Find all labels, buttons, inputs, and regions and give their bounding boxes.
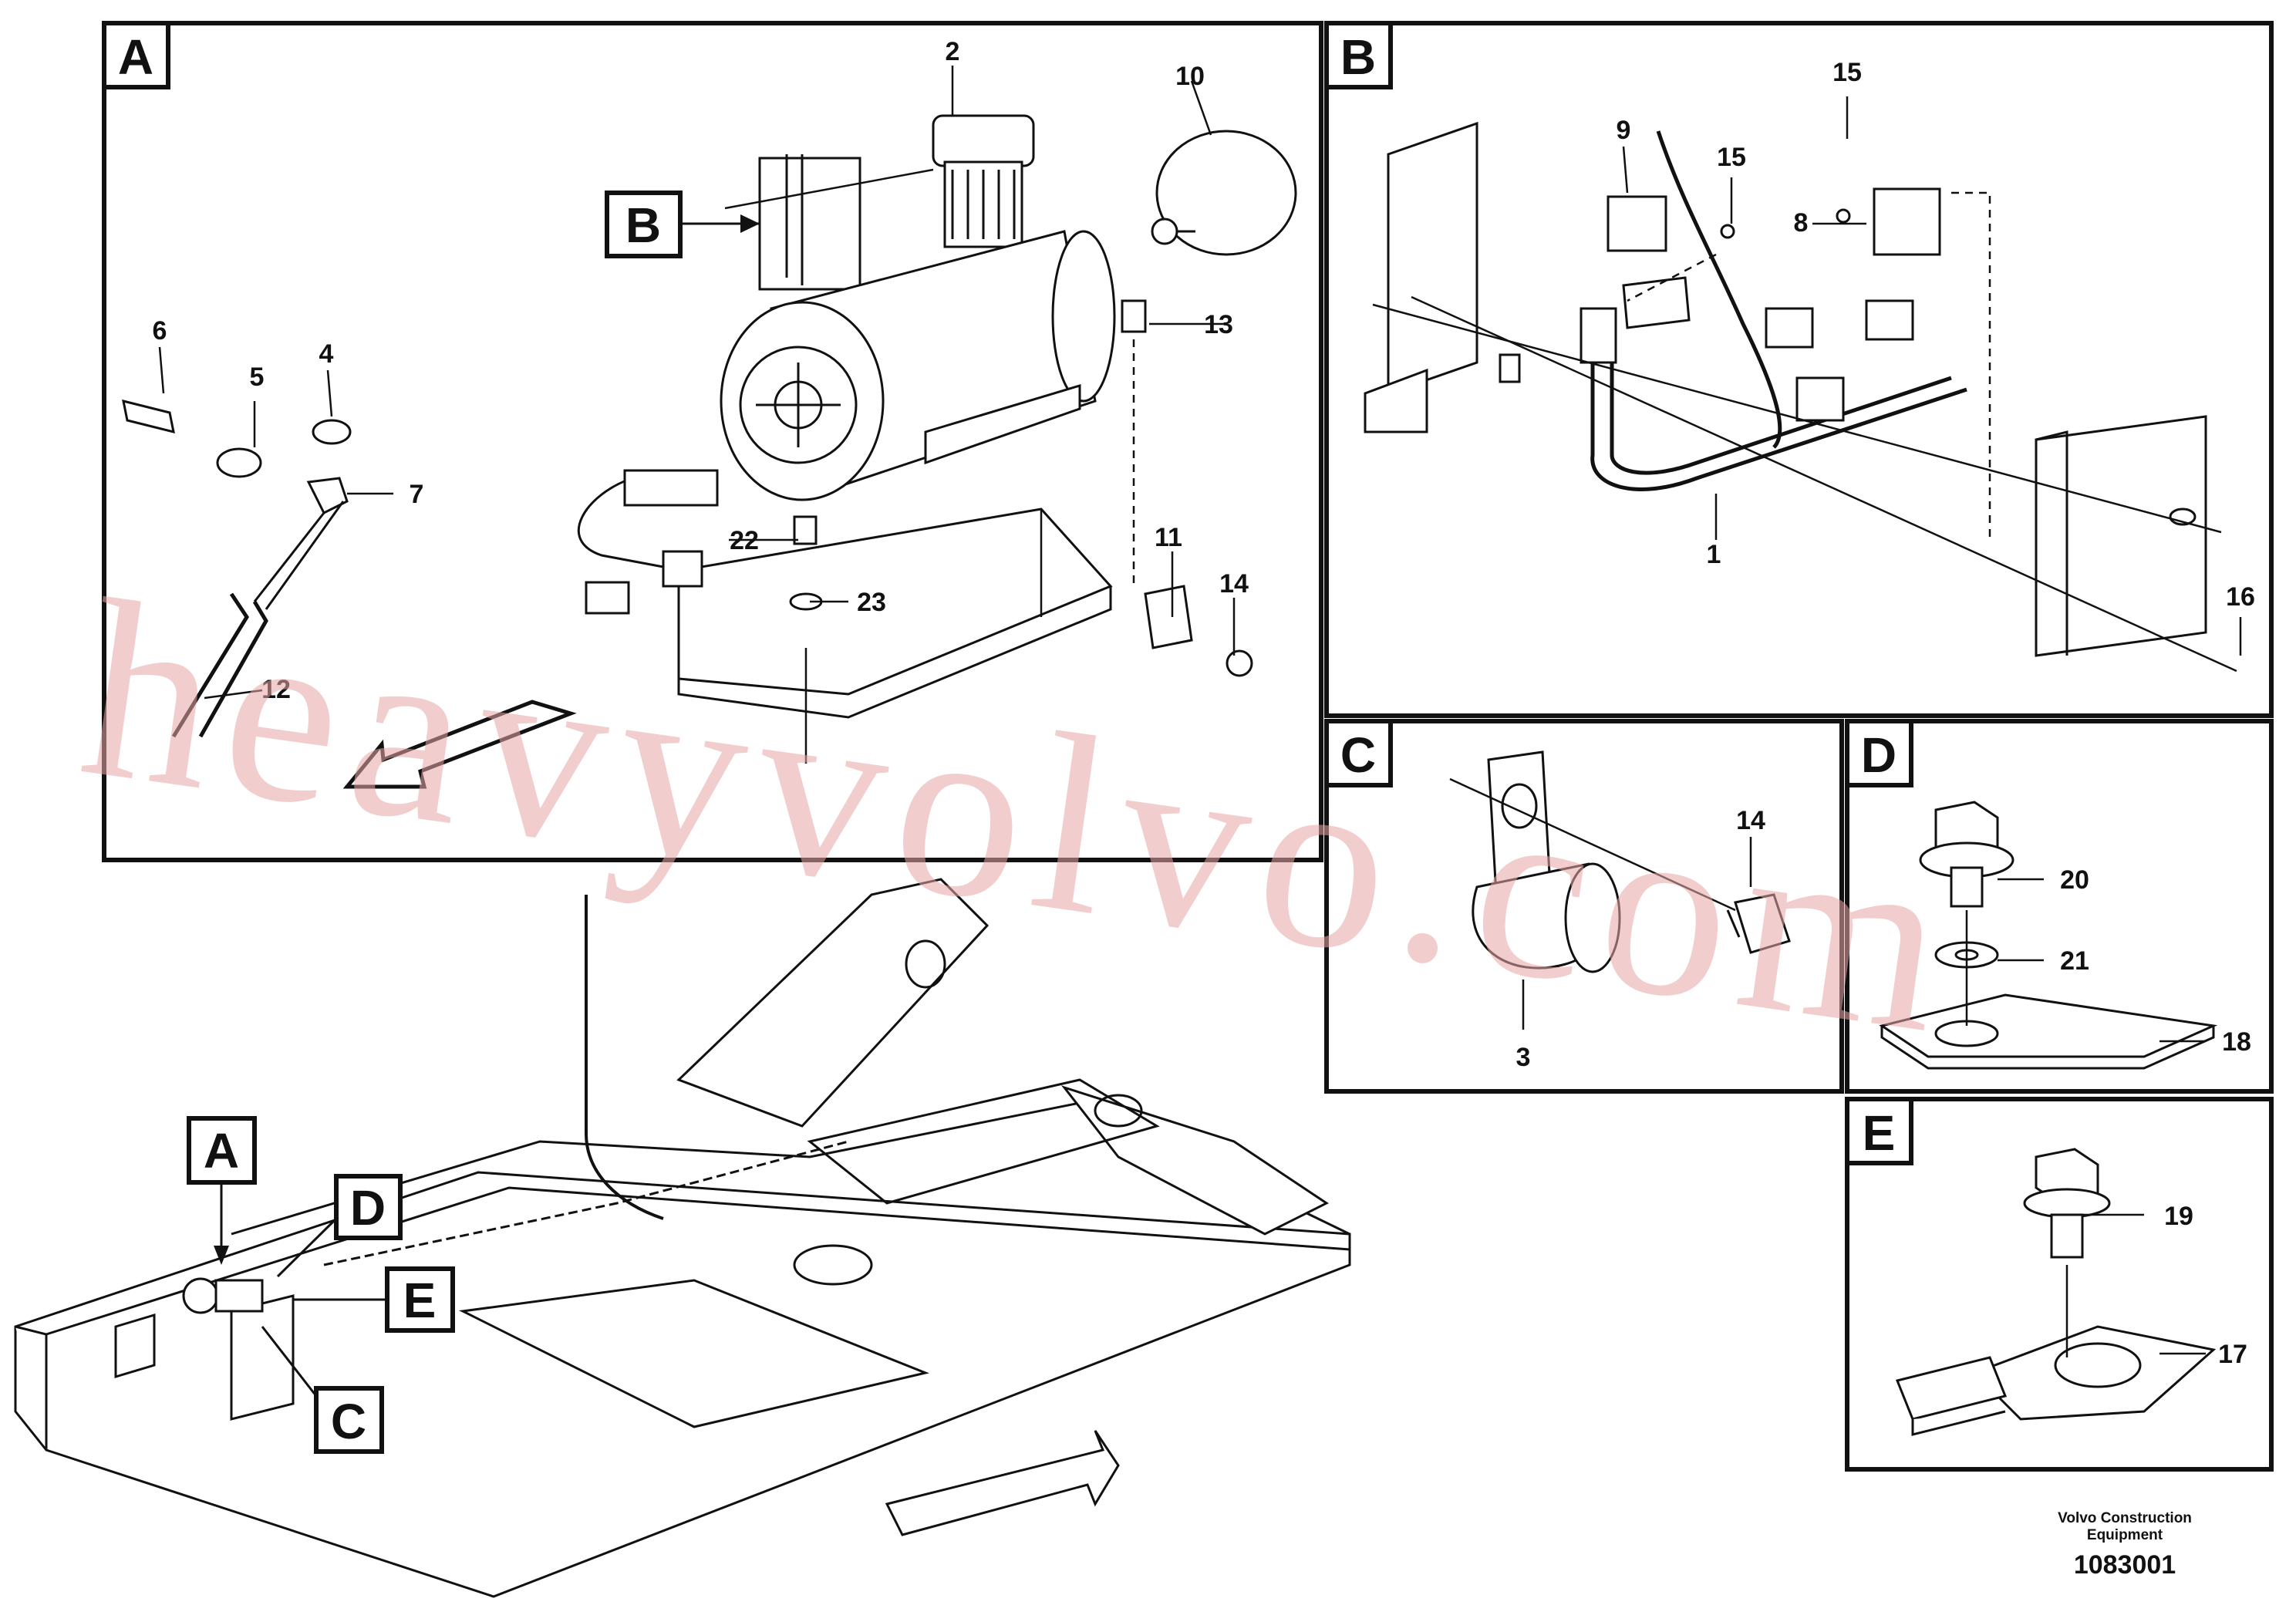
panel-a-label: A [118, 29, 153, 85]
part-number: 11 [1155, 523, 1182, 552]
panel-a: A B [102, 21, 1323, 862]
part-number: 17 [2218, 1340, 2247, 1369]
part-number: 14 [1219, 569, 1249, 599]
part-number: 9 [1617, 116, 1631, 145]
clamp-illustration [1472, 750, 1791, 973]
part-number: 2 [946, 37, 960, 66]
part-number: 5 [250, 363, 265, 392]
part-number: 10 [1175, 62, 1205, 91]
compressor-illustration [577, 114, 1297, 719]
callout-overview-e: E [403, 1273, 437, 1328]
part-number: 19 [2164, 1202, 2193, 1231]
part-number: 15 [1832, 58, 1862, 87]
callout-overview-d: D [350, 1180, 386, 1236]
panel-b-part-numbers: 15 9 15 8 1 16 [1617, 58, 2255, 612]
watermark-text: heavyvolvo.com [69, 547, 1973, 1088]
part-number: 21 [2060, 946, 2089, 976]
panel-c-leaders [1449, 777, 1752, 1030]
part-number: 6 [153, 316, 167, 346]
part-number: 4 [319, 339, 334, 369]
panel-e: E 19 17 [1845, 1097, 2274, 1472]
panel-b-label: B [1340, 29, 1376, 85]
machine-frame-overview [14, 878, 1351, 1598]
panel-d: D 20 21 18 [1845, 719, 2274, 1094]
callout-overview-a: A [204, 1123, 239, 1179]
bolt-nut-plate-illustration [1895, 1148, 2217, 1436]
part-number: 14 [1736, 806, 1765, 835]
panel-d-leaders [1965, 878, 2206, 1043]
footer-company: Volvo Construction Equipment [2009, 1510, 2240, 1544]
part-number: 1 [1707, 540, 1721, 569]
part-number: 20 [2060, 865, 2089, 895]
overview-callouts: A D E C [187, 1116, 455, 1454]
panel-b-leaders [1372, 96, 2242, 673]
footer-document-number: 1083001 [2073, 1550, 2176, 1580]
panel-e-label: E [1863, 1105, 1896, 1161]
relay-harness-illustration [1364, 121, 2207, 657]
bolt-washer-bracket-illustration [1879, 801, 2218, 1070]
part-number: 23 [857, 588, 886, 617]
callout-overview-c: C [331, 1394, 366, 1449]
footer-company-line1: Volvo Construction [2058, 1510, 2192, 1526]
direction-arrow-icon [342, 700, 577, 789]
pressure-switch-fittings [122, 399, 352, 738]
footer-company-line2: Equipment [2086, 1527, 2163, 1543]
part-number: 7 [410, 480, 424, 509]
part-number: 16 [2226, 582, 2255, 612]
panel-a-part-numbers: 2 10 6 4 5 7 13 12 22 23 11 14 [153, 37, 1249, 704]
part-number: 3 [1516, 1043, 1531, 1072]
part-number: 12 [261, 675, 291, 704]
panel-e-leaders [2065, 1213, 2206, 1357]
callout-panel-b-ref: B [625, 197, 661, 253]
part-number: 15 [1717, 143, 1746, 172]
panel-a-leaders [158, 66, 1236, 764]
part-number: 22 [730, 526, 759, 555]
panel-b: B [1324, 21, 2274, 718]
part-number: 8 [1794, 208, 1809, 238]
part-number: 13 [1204, 310, 1233, 339]
panel-c-label: C [1340, 727, 1376, 783]
hardware-bolts [789, 299, 1253, 677]
panel-d-label: D [1861, 727, 1896, 783]
part-number: 18 [2222, 1027, 2251, 1057]
panel-c: C 14 3 [1324, 719, 1844, 1094]
